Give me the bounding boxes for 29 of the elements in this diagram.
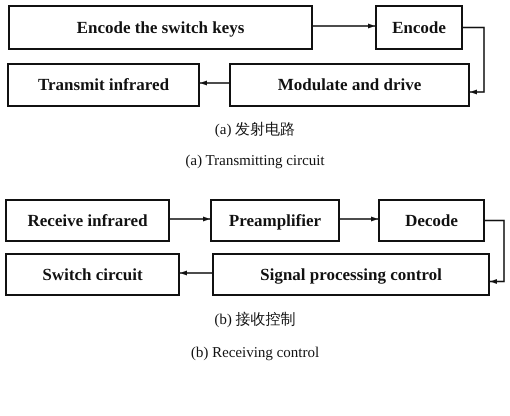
box-label: Signal processing control	[260, 264, 442, 284]
arrow	[313, 24, 375, 28]
arrow	[340, 216, 378, 222]
caption: (b) Receiving control	[190, 345, 320, 361]
box-label: Receive infrared	[27, 210, 148, 230]
box-label: Switch circuit	[42, 264, 143, 284]
box-label: Transmit infrared	[38, 75, 170, 95]
box-label: Modulate and drive	[278, 75, 422, 95]
process-box	[212, 253, 490, 296]
process-box	[378, 199, 485, 242]
process-box	[8, 5, 313, 50]
process-box	[229, 63, 470, 107]
process-box	[5, 199, 170, 242]
box-label: Encode	[392, 18, 446, 38]
box-label: Decode	[405, 210, 458, 230]
caption: (b) 接收控制	[214, 312, 296, 328]
arrow	[180, 270, 212, 276]
box-label: Preamplifier	[228, 210, 322, 230]
process-box	[5, 253, 180, 296]
process-box	[375, 5, 463, 50]
process-box	[7, 63, 200, 107]
caption: (a) 发射电路	[214, 122, 296, 138]
arrow	[170, 216, 210, 222]
box-label: Encode the switch keys	[76, 18, 244, 38]
arrow	[463, 26, 485, 94]
process-box	[210, 199, 340, 242]
arrow	[200, 80, 229, 86]
caption: (a) Transmitting circuit	[185, 153, 325, 169]
arrow	[485, 220, 505, 284]
